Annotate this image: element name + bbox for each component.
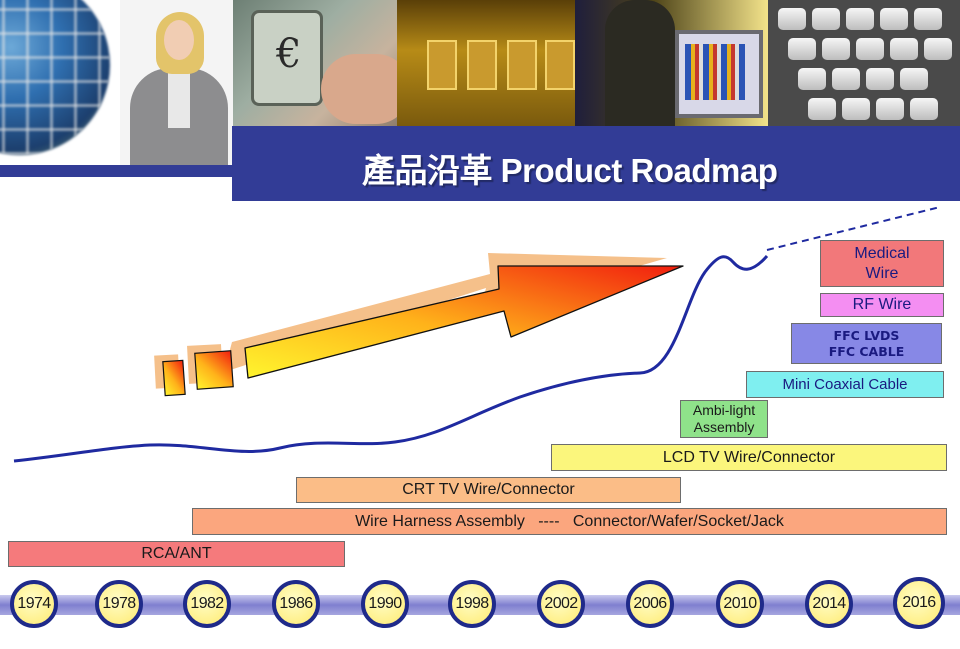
year-2006: 2006	[626, 580, 674, 628]
growth-curve-projection	[766, 206, 941, 251]
product-crt-tv: CRT TV Wire/Connector	[296, 477, 681, 503]
growth-arrow	[244, 265, 684, 379]
circuit-chips-photo	[397, 0, 575, 126]
product-wire-harness: Wire Harness Assembly ---- Connector/Waf…	[192, 508, 947, 535]
year-1990: 1990	[361, 580, 409, 628]
growth-curve	[13, 255, 769, 463]
product-ambi-light: Ambi-light Assembly	[680, 400, 768, 438]
product-lcd-tv: LCD TV Wire/Connector	[551, 444, 947, 471]
title-banner: 產品沿革 Product Roadmap	[232, 126, 960, 201]
year-1974: 1974	[10, 580, 58, 628]
product-medical-wire: Medical Wire	[820, 240, 944, 287]
product-mini-coaxial: Mini Coaxial Cable	[746, 371, 944, 398]
product-rf-wire: RF Wire	[820, 293, 944, 317]
header-left-band	[0, 165, 232, 177]
pda-euro-photo: €	[233, 0, 397, 126]
arrow-block-medium	[194, 350, 234, 390]
year-2002: 2002	[537, 580, 585, 628]
year-2016: 2016	[893, 577, 945, 629]
year-1978: 1978	[95, 580, 143, 628]
product-rca-ant: RCA/ANT	[8, 541, 345, 567]
globe-photo	[0, 0, 120, 165]
year-2010: 2010	[716, 580, 764, 628]
businesswoman-photo	[120, 0, 233, 165]
page-title: 產品沿革 Product Roadmap	[362, 152, 778, 189]
computer-user-photo	[575, 0, 768, 126]
year-1982: 1982	[183, 580, 231, 628]
year-2014: 2014	[805, 580, 853, 628]
year-1998: 1998	[448, 580, 496, 628]
year-1986: 1986	[272, 580, 320, 628]
product-ffc-lvds: FFC LVDS FFC CABLE	[791, 323, 942, 364]
keyboard-photo	[768, 0, 960, 126]
arrow-block-small	[162, 359, 186, 397]
